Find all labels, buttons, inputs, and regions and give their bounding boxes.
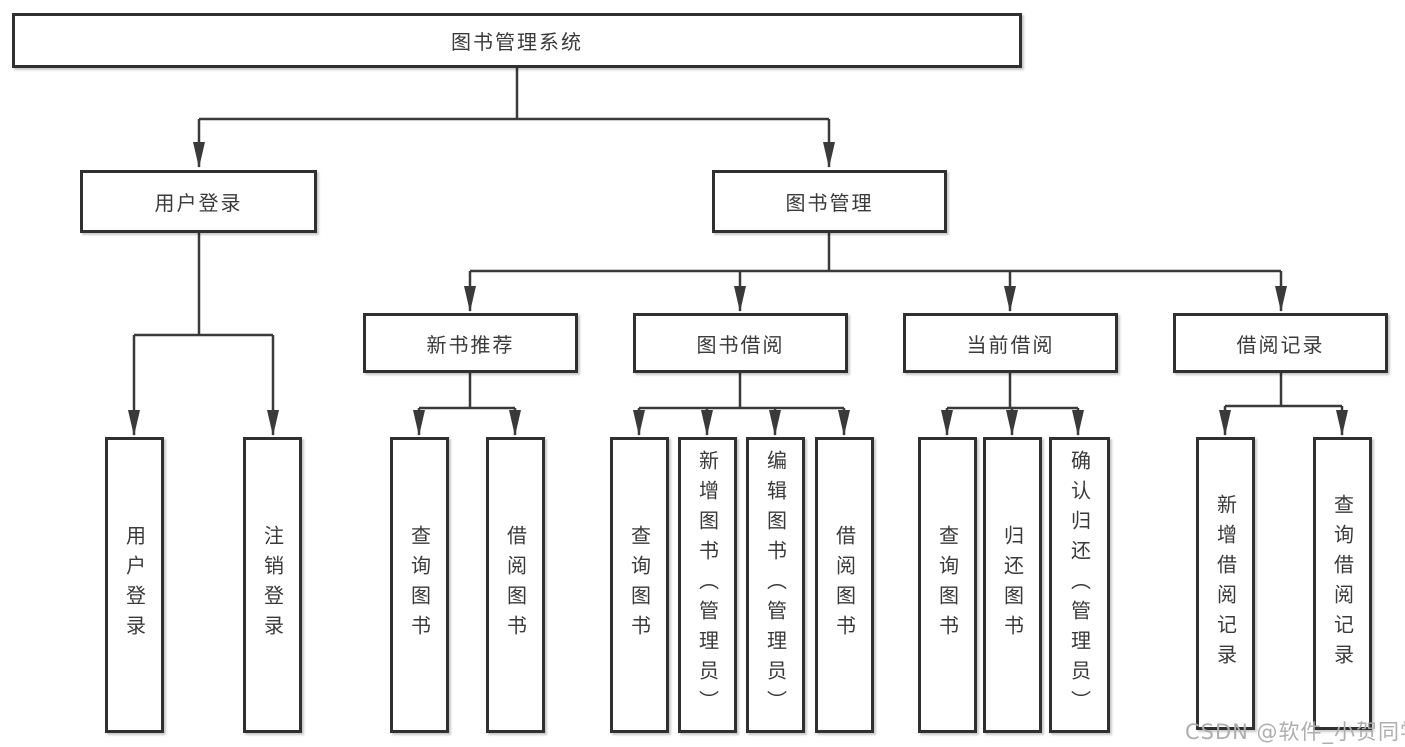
node-current-borrowing-label: 当前借阅: [966, 332, 1055, 357]
leaf-current-query-books: 查询图书: [918, 437, 977, 733]
node-current-borrowing: 当前借阅: [903, 313, 1118, 373]
node-user-login: 用户登录: [80, 170, 317, 233]
node-book-management: 图书管理: [712, 170, 947, 233]
leaf-borrow-query-books-label: 查询图书: [627, 525, 652, 645]
leaf-borrow-edit-books-admin-label: 编辑图书（管理员）: [763, 450, 788, 720]
leaf-recommend-query-books: 查询图书: [390, 437, 449, 733]
leaf-borrow-query-books: 查询图书: [610, 437, 669, 733]
leaf-recommend-borrow-books-label: 借阅图书: [503, 525, 528, 645]
leaf-records-add-record: 新增借阅记录: [1196, 437, 1255, 730]
node-book-borrowing-label: 图书借阅: [696, 332, 785, 357]
node-library-system: 图书管理系统: [12, 13, 1022, 68]
leaf-user-login-label: 用户登录: [122, 525, 147, 645]
leaf-logout-label: 注销登录: [260, 525, 285, 645]
node-borrowing-records: 借阅记录: [1173, 313, 1388, 373]
leaf-records-add-record-label: 新增借阅记录: [1213, 493, 1238, 674]
node-user-login-label: 用户登录: [154, 191, 243, 215]
leaf-records-query-record-label: 查询借阅记录: [1330, 493, 1355, 674]
leaf-borrow-borrow-books-label: 借阅图书: [832, 525, 857, 645]
node-borrowing-records-label: 借阅记录: [1236, 332, 1325, 357]
leaf-borrow-add-books-admin: 新增图书（管理员）: [678, 437, 737, 733]
leaf-current-return-books-label: 归还图书: [1000, 525, 1025, 645]
leaf-borrow-edit-books-admin: 编辑图书（管理员）: [746, 437, 805, 733]
leaf-recommend-borrow-books: 借阅图书: [486, 437, 545, 733]
leaf-current-return-books: 归还图书: [983, 437, 1042, 733]
leaf-current-confirm-return-admin: 确认归还（管理员）: [1049, 437, 1110, 733]
leaf-borrow-add-books-admin-label: 新增图书（管理员）: [695, 450, 720, 720]
leaf-current-confirm-return-admin-label: 确认归还（管理员）: [1067, 450, 1092, 720]
leaf-borrow-borrow-books: 借阅图书: [815, 437, 874, 733]
node-new-book-recommendation-label: 新书推荐: [426, 332, 515, 357]
leaf-user-login: 用户登录: [105, 437, 164, 733]
leaf-records-query-record: 查询借阅记录: [1313, 437, 1372, 730]
leaf-current-query-books-label: 查询图书: [935, 525, 960, 645]
node-book-management-label: 图书管理: [785, 191, 874, 215]
node-library-system-label: 图书管理系统: [451, 30, 583, 54]
node-book-borrowing: 图书借阅: [633, 313, 848, 373]
csdn-watermark: CSDN @软件_小贺同学: [1185, 720, 1405, 744]
leaf-recommend-query-books-label: 查询图书: [407, 525, 432, 645]
leaf-logout: 注销登录: [243, 437, 302, 733]
node-new-book-recommendation: 新书推荐: [363, 313, 578, 373]
